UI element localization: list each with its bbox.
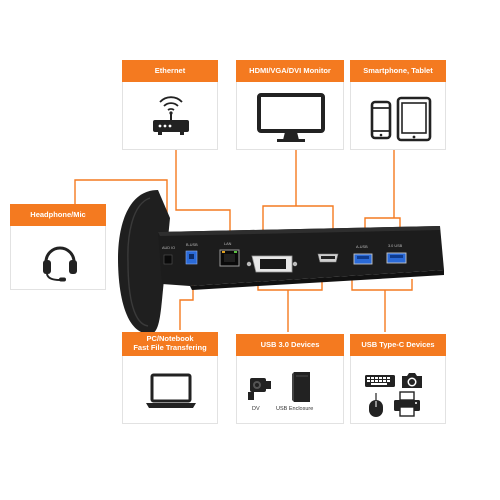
laptop-icon: [146, 373, 196, 408]
usb-enclosure-caption: USB Enclosure: [276, 406, 314, 412]
usbc-label: USB Type-C Devices: [350, 334, 446, 356]
smartphone-bracket: [364, 217, 401, 232]
mouse-icon: [369, 392, 383, 417]
tablet-icon: [396, 96, 432, 142]
ethernet-connector: [175, 148, 231, 244]
dv-caption: DV: [252, 406, 260, 412]
headset-icon: [43, 246, 77, 282]
keyboard-icon: [365, 375, 395, 387]
port-label-usb-a-2: 3.0 USB: [388, 244, 403, 248]
printer-icon: [394, 391, 420, 417]
port-label-usb-a-1: A-USB: [356, 245, 368, 249]
monitor-label: HDMI/VGA/DVI Monitor: [236, 60, 344, 82]
router-icon: [153, 96, 189, 135]
headphone-label: Headphone/Mic: [10, 204, 106, 226]
camcorder-icon: [248, 378, 271, 400]
pc-label: PC/Notebook Fast File Transfering: [122, 332, 218, 356]
hard-drive-icon: [292, 372, 310, 402]
usb30-label: USB 3.0 Devices: [236, 334, 344, 356]
pc-label-line1: PC/Notebook: [146, 334, 194, 344]
port-label-lan: LAN: [224, 242, 232, 246]
phone-icon: [370, 100, 392, 140]
ethernet-label: Ethernet: [122, 60, 218, 82]
usbc-bracket: [351, 279, 413, 291]
monitor-icon: [257, 93, 325, 142]
port-label-usb-b: B-USB: [186, 243, 198, 247]
monitor-bracket: [262, 205, 334, 232]
audio-port: [163, 254, 173, 265]
pc-label-line2: Fast File Transfering: [133, 343, 207, 352]
dock-body: [158, 226, 444, 286]
camera-icon: [402, 373, 422, 388]
port-label-audio: AUD IO: [162, 246, 176, 250]
smartphone-label: Smartphone, Tablet: [350, 60, 446, 82]
